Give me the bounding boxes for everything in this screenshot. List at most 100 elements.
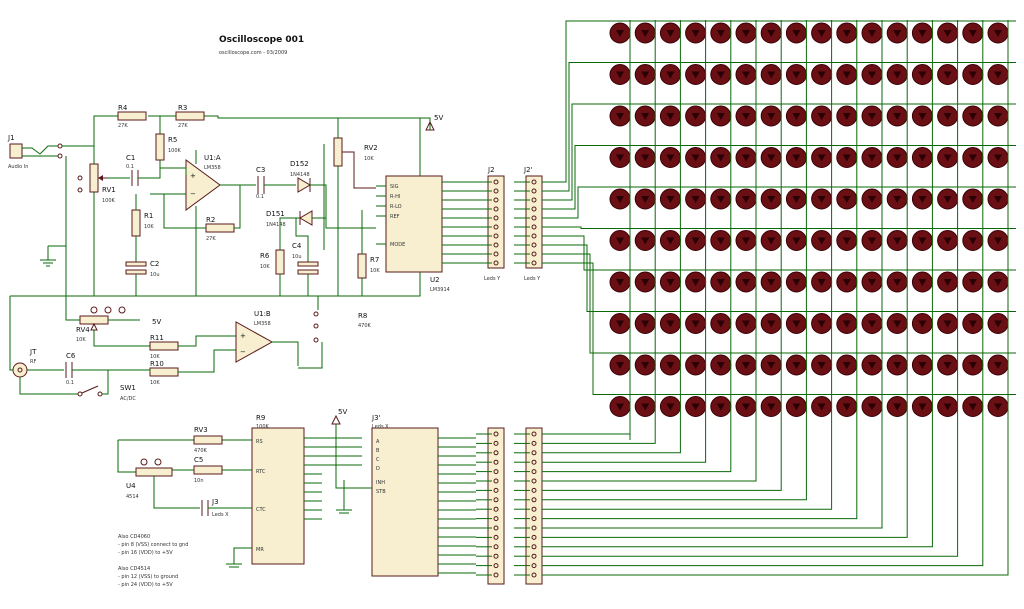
svg-text:INH: INH bbox=[376, 480, 385, 486]
label-d152: D152 bbox=[290, 160, 309, 168]
connector-pin bbox=[493, 572, 499, 578]
connector-pin bbox=[531, 572, 537, 578]
value-r11: 10K bbox=[150, 354, 160, 360]
label-r7: R7 bbox=[370, 256, 379, 264]
svg-text:D: D bbox=[376, 466, 380, 472]
potentiometer-rv2 bbox=[333, 137, 343, 167]
value-c4: 10u bbox=[292, 254, 302, 260]
value-r9: 10n bbox=[194, 478, 204, 484]
connector-pin bbox=[493, 563, 499, 569]
value-r2: 27K bbox=[206, 236, 216, 242]
label-rv2: RV2 bbox=[364, 144, 378, 152]
timebase-section: RV3 470K C5 10n U4 4514 J3 Leds X R9 100… bbox=[117, 408, 543, 588]
audio-jack-j1 bbox=[9, 143, 23, 159]
connector-pin bbox=[493, 242, 499, 248]
value-r7: 10K bbox=[370, 268, 380, 274]
label-j1: J1 bbox=[7, 134, 15, 142]
connector-pin bbox=[493, 459, 499, 465]
value-rv4: 10K bbox=[76, 337, 86, 343]
svg-text:RS: RS bbox=[256, 439, 263, 445]
label-u1b: U1:B bbox=[254, 310, 271, 318]
connector-pin bbox=[493, 487, 499, 493]
connector-pin bbox=[531, 506, 537, 512]
label-r4: R4 bbox=[118, 104, 128, 112]
led-matrix bbox=[609, 22, 1009, 417]
connector-pin bbox=[531, 233, 537, 239]
svg-text:B: B bbox=[376, 448, 380, 454]
value-c3: 0.1 bbox=[256, 194, 264, 200]
label-c1: C1 bbox=[126, 154, 135, 162]
value-r1: 10K bbox=[144, 224, 154, 230]
label-j2: J2 bbox=[487, 166, 495, 174]
connector-pin bbox=[531, 497, 537, 503]
note-line: - pin 12 (VSS) to ground bbox=[118, 574, 178, 580]
svg-text:5V: 5V bbox=[338, 408, 347, 416]
pin-label: REF bbox=[390, 214, 400, 220]
value-d151: 1N4148 bbox=[266, 222, 286, 228]
label-r6: R6 bbox=[260, 252, 270, 260]
note-line: - pin 16 (VDD) to +5V bbox=[118, 550, 173, 556]
connector-pin bbox=[493, 197, 499, 203]
connector-pin bbox=[493, 534, 499, 540]
value-u3: 100K bbox=[256, 424, 270, 430]
connector-pin bbox=[493, 469, 499, 475]
diode-d152 bbox=[297, 177, 311, 193]
input-section: J1 Audio In R4 27K R3 27K R5 100K RV1 10… bbox=[7, 104, 543, 297]
label-u1a: U1:A bbox=[204, 154, 221, 162]
connector-pin bbox=[531, 478, 537, 484]
diode-d151 bbox=[299, 210, 313, 226]
label-rv4: RV4 bbox=[76, 326, 90, 334]
connector-pin bbox=[493, 233, 499, 239]
value-c2: 10u bbox=[150, 272, 160, 278]
resistor-r4 bbox=[117, 111, 147, 121]
led-matrix-wiring bbox=[542, 20, 1016, 576]
resistor-r1 bbox=[131, 209, 141, 237]
value-j2: Leds Y bbox=[484, 276, 501, 282]
label-rv1: RV1 bbox=[102, 186, 116, 194]
ic-u4-4514 bbox=[371, 427, 439, 577]
value-rv1: 100K bbox=[102, 198, 116, 204]
label-c5: J3 bbox=[211, 498, 219, 506]
value-j1: Audio In bbox=[8, 164, 28, 170]
ic-u3-4060 bbox=[251, 427, 305, 565]
value-r5: 100K bbox=[168, 148, 182, 154]
connector-pin bbox=[531, 563, 537, 569]
connector-pin bbox=[493, 440, 499, 446]
value-c1: 0.1 bbox=[126, 164, 134, 170]
label-r2: R2 bbox=[206, 216, 215, 224]
svg-text:−: − bbox=[240, 348, 246, 356]
value-r10: 10K bbox=[150, 380, 160, 386]
connector-j3 bbox=[487, 427, 505, 585]
note-line: - pin 8 (VSS) connect to gnd bbox=[118, 542, 188, 548]
schematic-title: Oscilloscope 001 bbox=[219, 35, 304, 45]
value-jp1: 470K bbox=[358, 323, 372, 329]
resistor-r2 bbox=[205, 223, 235, 233]
opamp-u1b bbox=[235, 321, 274, 363]
connector-pin bbox=[493, 431, 499, 437]
connector-pin bbox=[531, 206, 537, 212]
value-c5: Leds X bbox=[212, 512, 229, 518]
svg-text:STB: STB bbox=[376, 489, 386, 495]
connector-pin bbox=[493, 224, 499, 230]
resistor-r6 bbox=[275, 249, 285, 275]
connector-pin bbox=[493, 516, 499, 522]
label-r8: RV3 bbox=[194, 426, 208, 434]
label-r10: R10 bbox=[150, 360, 164, 368]
value-c6: 0.1 bbox=[66, 380, 74, 386]
value-d152: 1N4148 bbox=[290, 172, 310, 178]
label-c6: C6 bbox=[66, 352, 76, 360]
connector-pin bbox=[531, 188, 537, 194]
connector-pin bbox=[531, 242, 537, 248]
connector-pin bbox=[531, 179, 537, 185]
label-jt: JT bbox=[29, 348, 37, 356]
switch-sw1 bbox=[81, 385, 99, 394]
connector-pin bbox=[493, 215, 499, 221]
power-arrow-5v bbox=[425, 120, 435, 131]
connector-pin bbox=[493, 478, 499, 484]
connector-pin bbox=[493, 188, 499, 194]
resistor-r8 bbox=[193, 435, 223, 445]
connector-pin bbox=[493, 544, 499, 550]
svg-text:−: − bbox=[190, 190, 196, 198]
label-d151: D151 bbox=[266, 210, 285, 218]
